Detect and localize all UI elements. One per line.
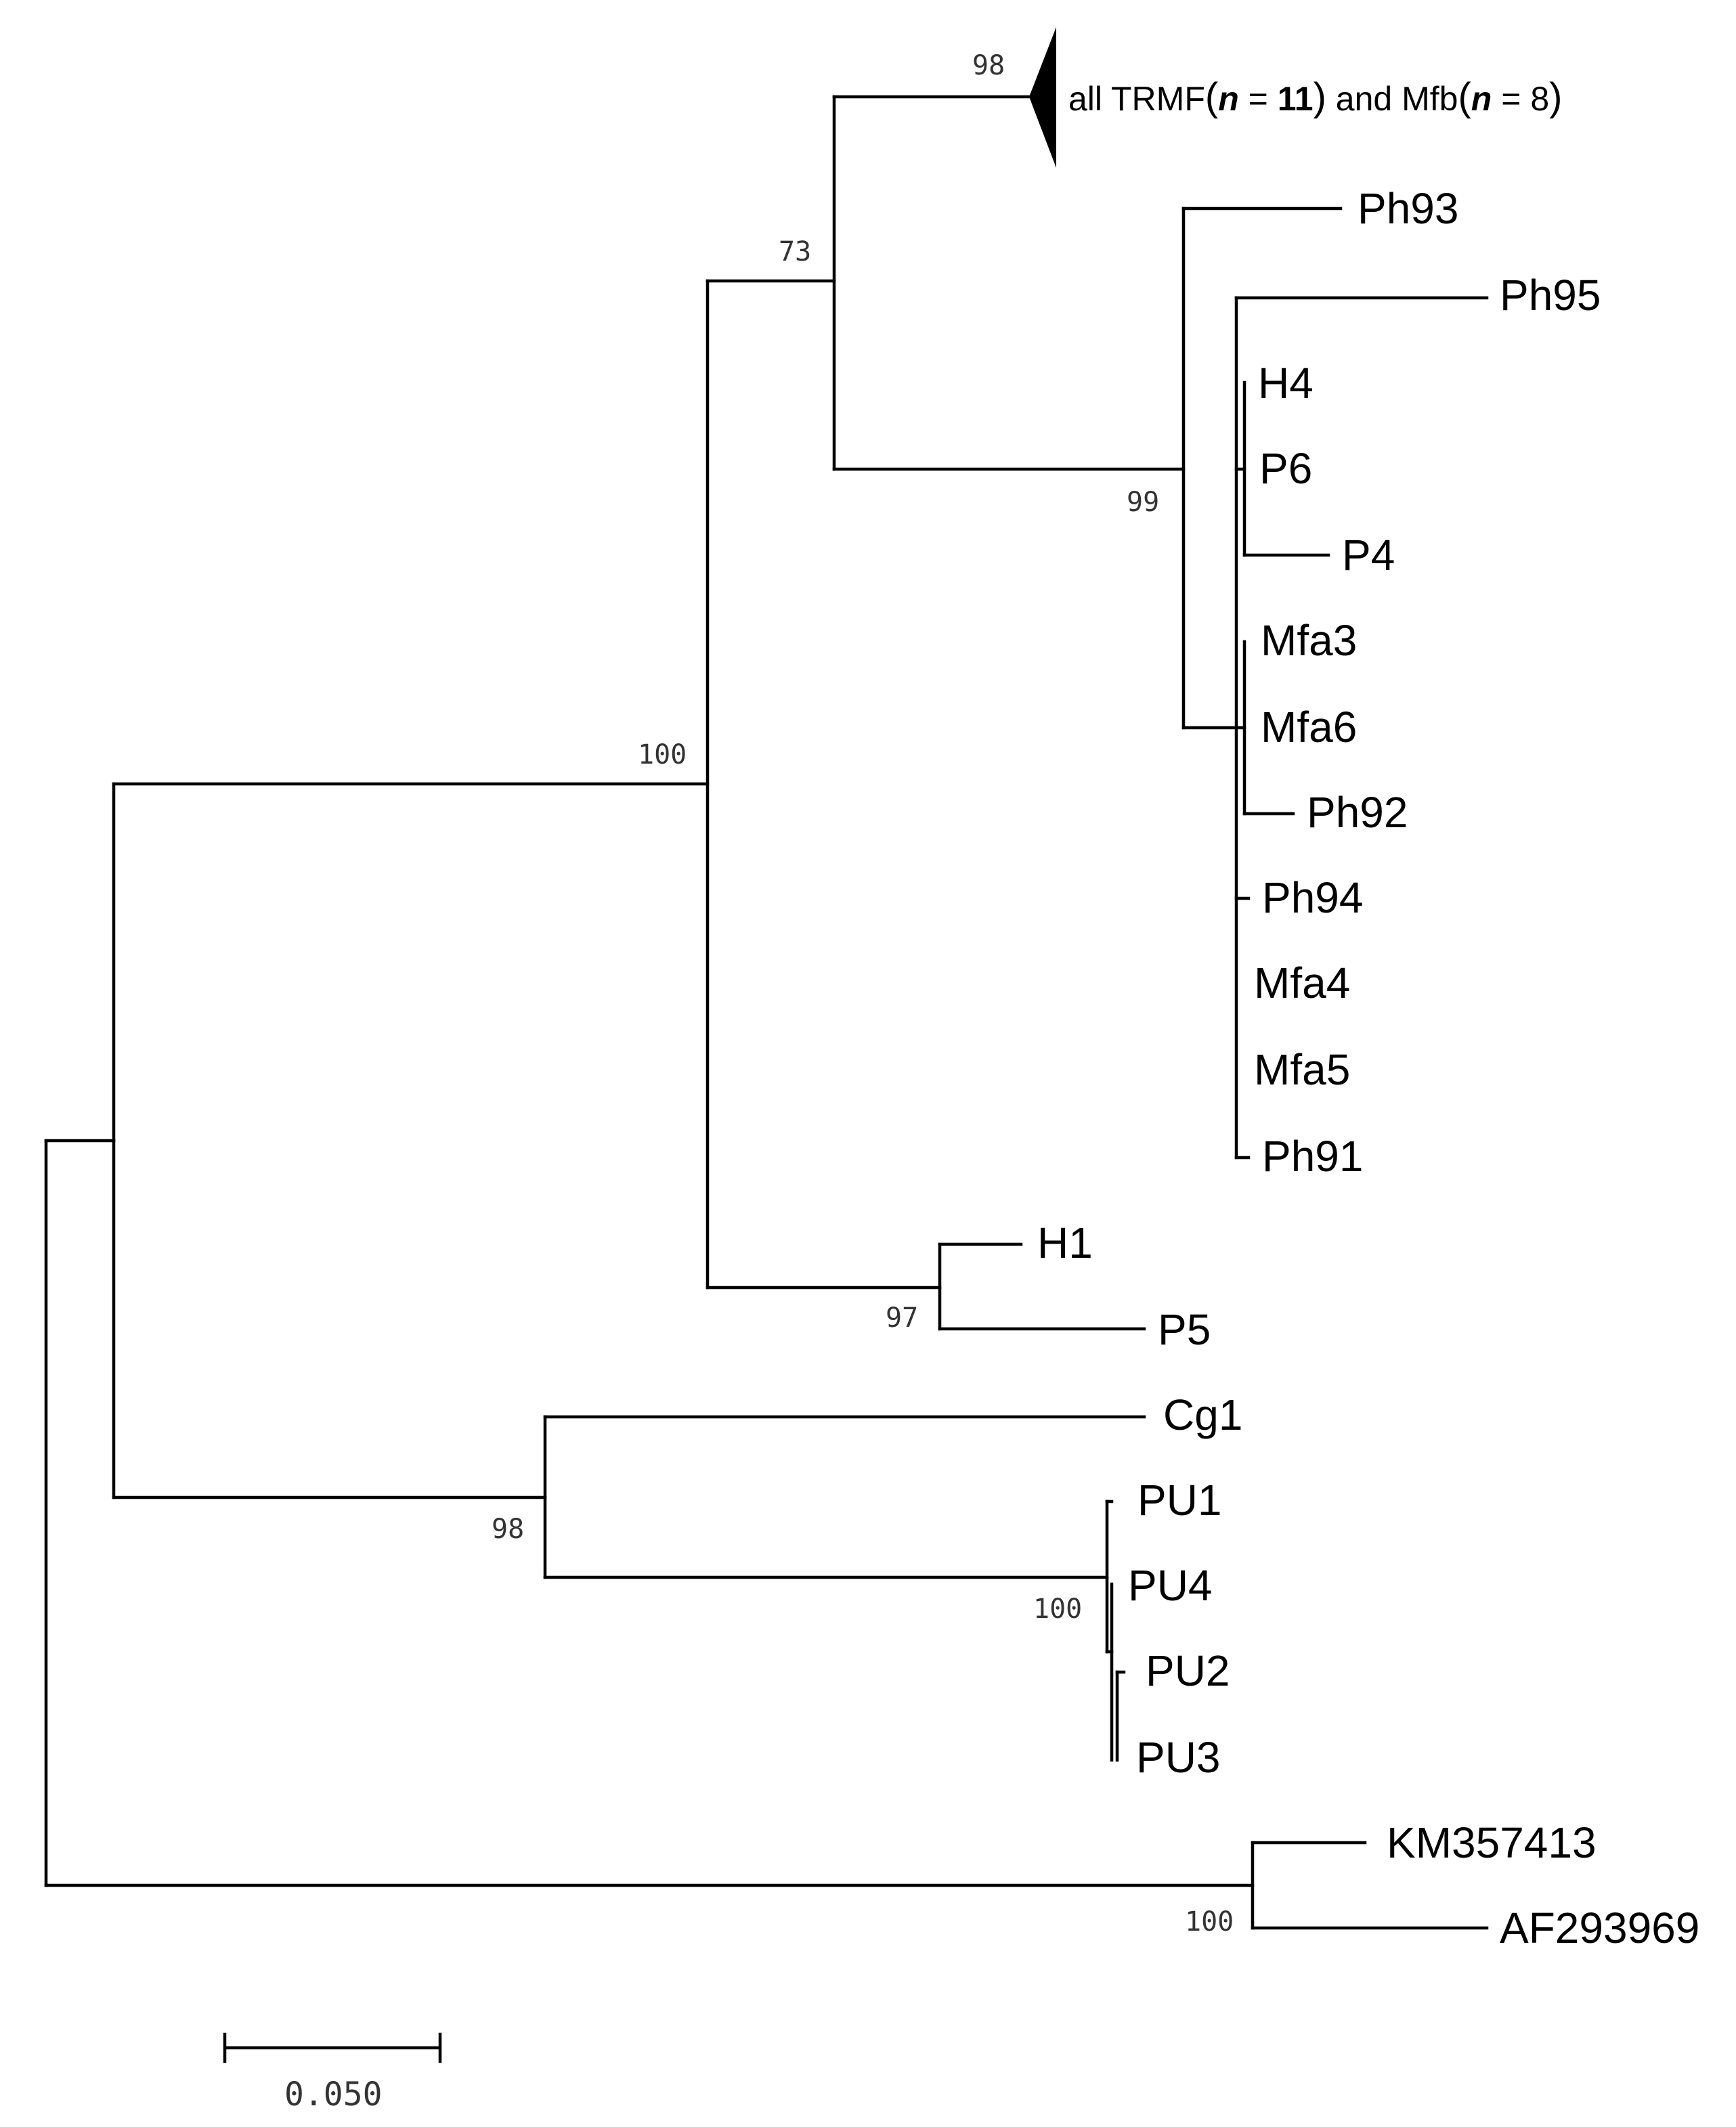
leaf-label-h4: H4 (1258, 359, 1314, 408)
leaf-label-p4: P4 (1342, 531, 1395, 579)
leaf-label-ph93: Ph93 (1358, 184, 1458, 233)
leaf-label-ph95: Ph95 (1500, 271, 1601, 320)
support-trmf-clade: 98 (972, 50, 1005, 81)
collapsed-clade-label: all TRMF(n = 11) and Mfb(n = 8) (1068, 75, 1562, 119)
support-trmf-ph-node: 73 (779, 236, 811, 267)
tree-branches (44, 95, 1489, 1930)
leaf-label-ph94: Ph94 (1262, 873, 1363, 922)
scale-bar-line (223, 2032, 442, 2063)
leaf-labels: Ph93 Ph95 H4 P6 P4 Mfa3 Mfa6 Ph92 Ph94 M… (1037, 184, 1699, 1952)
scale-bar-label: 0.050 (284, 2076, 383, 2113)
leaf-label-ph92: Ph92 (1307, 788, 1408, 837)
leaf-label-af293969: AF293969 (1500, 1904, 1699, 1952)
leaf-label-p5: P5 (1158, 1305, 1211, 1354)
leaf-label-cg1: Cg1 (1163, 1390, 1242, 1439)
scale-bar: 0.050 (223, 2032, 442, 2113)
support-values: 98 73 99 100 97 98 100 100 (492, 50, 1234, 1937)
leaf-label-mfa3: Mfa3 (1261, 616, 1357, 665)
support-ph-clade: 99 (1127, 487, 1159, 518)
support-h1-p5: 97 (886, 1302, 918, 1334)
leaf-label-mfa6: Mfa6 (1261, 703, 1357, 751)
support-pu-clade: 100 (1033, 1594, 1082, 1625)
leaf-label-mfa4: Mfa4 (1254, 959, 1350, 1007)
support-outgroup: 100 (1185, 1906, 1234, 1937)
leaf-label-pu4: PU4 (1128, 1561, 1213, 1610)
leaf-label-h1: H1 (1037, 1219, 1093, 1267)
support-main-ingroup: 100 (638, 739, 687, 770)
collapsed-clade-triangle (1029, 27, 1056, 168)
leaf-label-km357413: KM357413 (1387, 1818, 1597, 1867)
support-cg1-pu: 98 (492, 1514, 524, 1545)
leaf-label-pu2: PU2 (1146, 1646, 1230, 1695)
leaf-label-p6: P6 (1259, 444, 1312, 493)
leaf-label-mfa5: Mfa5 (1254, 1045, 1350, 1094)
leaf-label-ph91: Ph91 (1262, 1132, 1363, 1181)
leaf-label-pu1: PU1 (1137, 1476, 1222, 1525)
leaf-label-pu3: PU3 (1136, 1733, 1221, 1782)
